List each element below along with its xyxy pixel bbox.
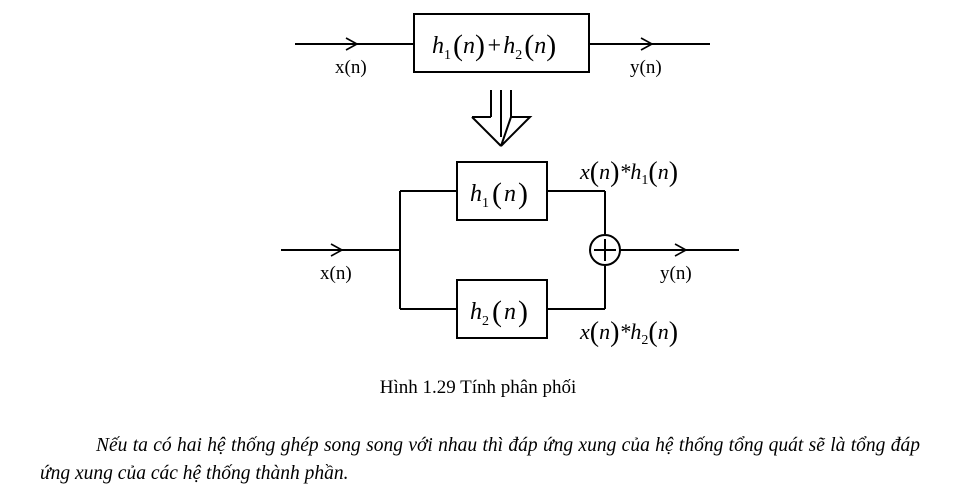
bottom-input-arrow [330,243,344,257]
bottom-input-label: x(n) [320,263,352,284]
branch2-output-label: x(n)*h2(n) [579,317,678,348]
body-paragraph: Nếu ta có hai hệ thống ghép song song vớ… [40,435,920,484]
equivalence-arrow [471,90,533,147]
summing-junction [589,234,621,266]
top-output-label: y(n) [630,57,662,78]
block-h2-label: h2(n) [470,295,528,329]
bottom-output-label: y(n) [660,263,692,284]
branch1-output-label: x(n)*h1(n) [579,157,678,188]
block-h1-label: h1(n) [470,177,528,211]
bottom-output-arrow [674,243,688,257]
top-block-label: h1(n)+h2(n) [432,29,556,63]
top-system: x(n) h1(n)+h2(n) y(n) [295,13,710,78]
block-h2 [456,279,548,339]
figure-caption: Hình 1.29 Tính phân phối [379,377,577,398]
top-input-label: x(n) [335,57,367,78]
bottom-system: x(n) h1(n) h2(n) y(n) x(n)*h1( [281,157,739,348]
distributive-property-diagram: x(n) h1(n)+h2(n) y(n) x(n) h1(n) h [281,13,739,348]
top-input-arrow [345,37,359,51]
top-output-arrow [640,37,654,51]
